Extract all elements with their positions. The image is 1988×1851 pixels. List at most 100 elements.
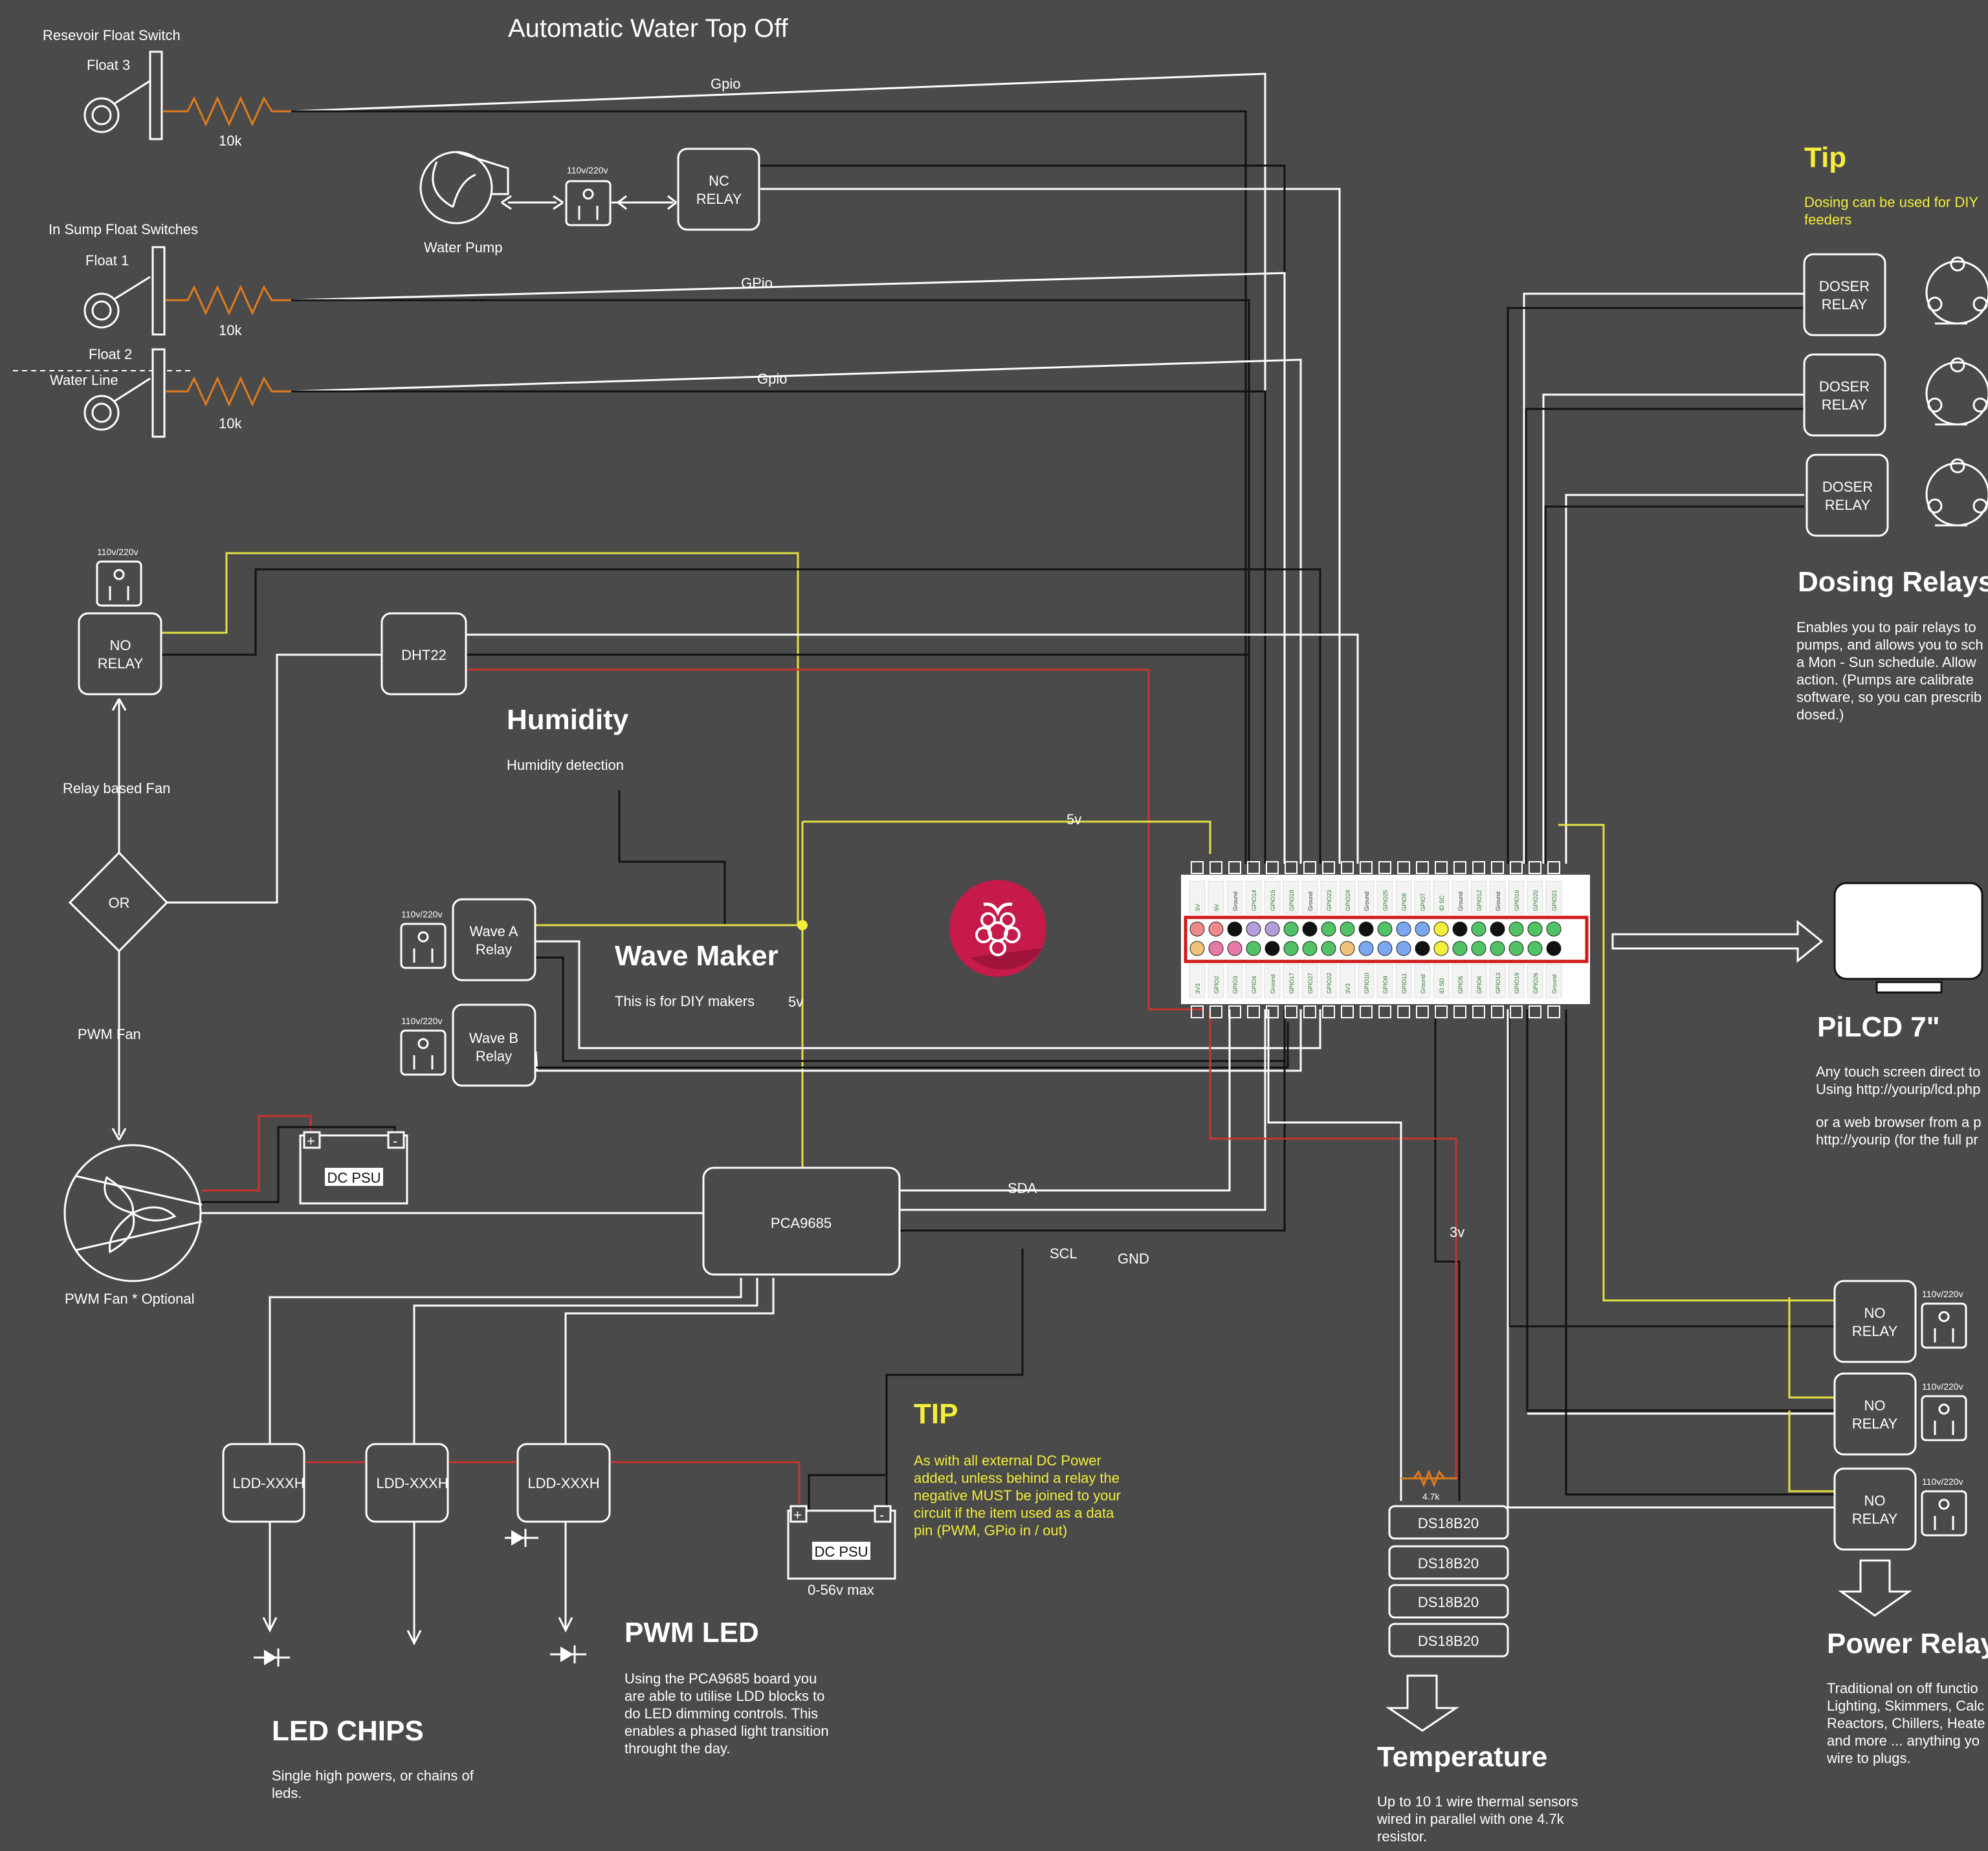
power-relays-title: Power Relays xyxy=(1827,1628,1988,1659)
dht22-box xyxy=(381,612,467,695)
gpio-connector xyxy=(1491,861,1504,874)
water-line-label: Water Line xyxy=(50,372,118,388)
svg-text:added, unless behind a relay t: added, unless behind a relay the xyxy=(914,1470,1120,1486)
gpio-pin xyxy=(1283,941,1299,956)
svg-text:http://yourip (for the full pr: http://yourip (for the full pr xyxy=(1816,1132,1978,1148)
resistor-10k-label: 10k xyxy=(219,133,242,149)
float3-label: Float 3 xyxy=(87,57,130,73)
resistor-icon xyxy=(166,376,291,407)
ldd-block-2 xyxy=(365,1443,449,1523)
svg-text:pumps, and allows you to sch: pumps, and allows you to sch xyxy=(1796,637,1983,653)
gpio-label-strip xyxy=(1189,881,1206,914)
gpio-pin xyxy=(1208,921,1224,937)
gpio-pin-label: 5V xyxy=(1195,904,1201,911)
power-relay-label: RELAY xyxy=(1852,1416,1898,1432)
wave-a-label-2: Relay xyxy=(476,941,512,958)
gpio-pin-label: 3V3 xyxy=(1195,983,1201,994)
svg-text:negative MUST be joined to you: negative MUST be joined to your xyxy=(914,1487,1121,1504)
gpio-pin-label: GPIO25 xyxy=(1382,890,1389,911)
svg-text:and more ... anything yo: and more ... anything yo xyxy=(1827,1733,1980,1749)
power-relay-label: RELAY xyxy=(1852,1511,1898,1527)
gpio-pin-label: GPIO2 xyxy=(1213,976,1220,994)
tip2-body-line: Dosing can be used for DIY xyxy=(1804,194,1978,210)
gpio-pin xyxy=(1527,941,1543,956)
gpio-pin xyxy=(1358,941,1374,956)
wave-maker-title: Wave Maker xyxy=(615,940,779,972)
gpio-label-strip xyxy=(1358,881,1375,914)
gpio-pin-label: Ground xyxy=(1457,892,1464,911)
wave-b-relay xyxy=(452,1003,536,1087)
tip2-title: Tip xyxy=(1804,142,1846,173)
gpio-pin-label: Ground xyxy=(1420,974,1426,994)
wave-a-label-1: Wave A xyxy=(470,923,518,939)
gpio-connector xyxy=(1360,861,1373,874)
ds18b20-label: DS18B20 xyxy=(1418,1633,1479,1649)
pilcd-body: Any touch screen direct to Using http://… xyxy=(1816,1064,1982,1148)
gpio-pin-label: GPIO17 xyxy=(1288,972,1295,994)
peristaltic-pump-icon xyxy=(1925,256,1988,325)
ldd-label-3: LDD-XXXH xyxy=(527,1475,599,1491)
gpio-pin xyxy=(1433,941,1449,956)
gpio-label-strip xyxy=(1395,881,1412,914)
gpio-label-strip xyxy=(1433,881,1450,914)
gpio-label-strip xyxy=(1489,881,1506,914)
float1-switch xyxy=(151,246,166,336)
svg-text:software, so you can prescrib: software, so you can prescrib xyxy=(1796,689,1982,705)
gpio-header: 5V3V35VGPIO2GroundGPIO3GPIO14GPIO4GPIO15… xyxy=(1181,861,1590,1018)
resistor-icon xyxy=(166,285,291,316)
gpio-pin-label: GPIO11 xyxy=(1401,973,1408,994)
peristaltic-pump-icon xyxy=(1925,458,1988,527)
plug-socket-icon xyxy=(1921,1395,1967,1441)
gpio-label: Gpio xyxy=(711,76,740,92)
resistor-icon xyxy=(163,96,291,127)
svg-text:Up to 10 1 wire thermal sensor: Up to 10 1 wire thermal sensors xyxy=(1377,1793,1578,1810)
float1-label: Float 1 xyxy=(85,252,129,268)
gpio-pin xyxy=(1471,921,1486,937)
gpio-connector xyxy=(1228,1005,1241,1018)
gpio-connector xyxy=(1435,861,1448,874)
gpio-label-strip xyxy=(1283,963,1299,998)
plug-socket-icon xyxy=(565,180,612,226)
or-gate xyxy=(68,851,169,953)
power-relays-body: Traditional on off functio Lighting, Ski… xyxy=(1826,1680,1985,1766)
pump-plug-voltage: 110v/220v xyxy=(567,165,608,175)
led-diode-icon xyxy=(505,1529,538,1547)
gpio-pin xyxy=(1302,921,1318,937)
gpio-label-strip xyxy=(1376,881,1393,914)
gpio-pin-label: GPIO24 xyxy=(1345,890,1351,911)
pwm-fan-optional-label: PWM Fan * Optional xyxy=(65,1291,195,1307)
scl-label: SCL xyxy=(1050,1245,1077,1262)
gpio-pin xyxy=(1452,921,1468,937)
gpio-label-strip xyxy=(1339,963,1356,998)
humidity-desc: Humidity detection xyxy=(507,757,624,773)
gpio-pin-label: GPIO8 xyxy=(1401,893,1408,911)
svg-text:leds.: leds. xyxy=(272,1785,302,1801)
gpio-connector xyxy=(1228,861,1241,874)
led-diode-icon xyxy=(550,1645,586,1663)
gpio-pin xyxy=(1508,921,1524,937)
gpio-pin-label: 5V xyxy=(1213,904,1220,911)
gpio-connector xyxy=(1416,861,1429,874)
gpio-pin xyxy=(1227,921,1242,937)
gpio-label-strip xyxy=(1452,963,1468,998)
ds18b20-label: DS18B20 xyxy=(1418,1555,1479,1572)
gpio-connector xyxy=(1285,861,1298,874)
gpio-pin xyxy=(1358,921,1374,937)
resistor-icon xyxy=(1404,1469,1456,1488)
gpio-pin-label: GPIO5 xyxy=(1457,976,1464,994)
svg-text:enables a phased light transit: enables a phased light transition xyxy=(624,1723,829,1739)
gpio-pin xyxy=(1527,921,1543,937)
gpio-label-strip xyxy=(1320,881,1337,914)
gpio-connector xyxy=(1529,1005,1541,1018)
gpio-pin xyxy=(1452,941,1468,956)
humidity-title: Humidity xyxy=(507,704,629,736)
gnd-label: GND xyxy=(1118,1251,1149,1267)
gpio-label-strip xyxy=(1508,963,1525,998)
junction-dot xyxy=(797,920,808,930)
fan-plug-voltage: 110v/220v xyxy=(97,547,138,557)
gpio-pin xyxy=(1246,941,1261,956)
plug-socket-icon xyxy=(1921,1302,1967,1349)
gpio-label-strip xyxy=(1264,881,1281,914)
gpio-pin xyxy=(1283,921,1299,937)
